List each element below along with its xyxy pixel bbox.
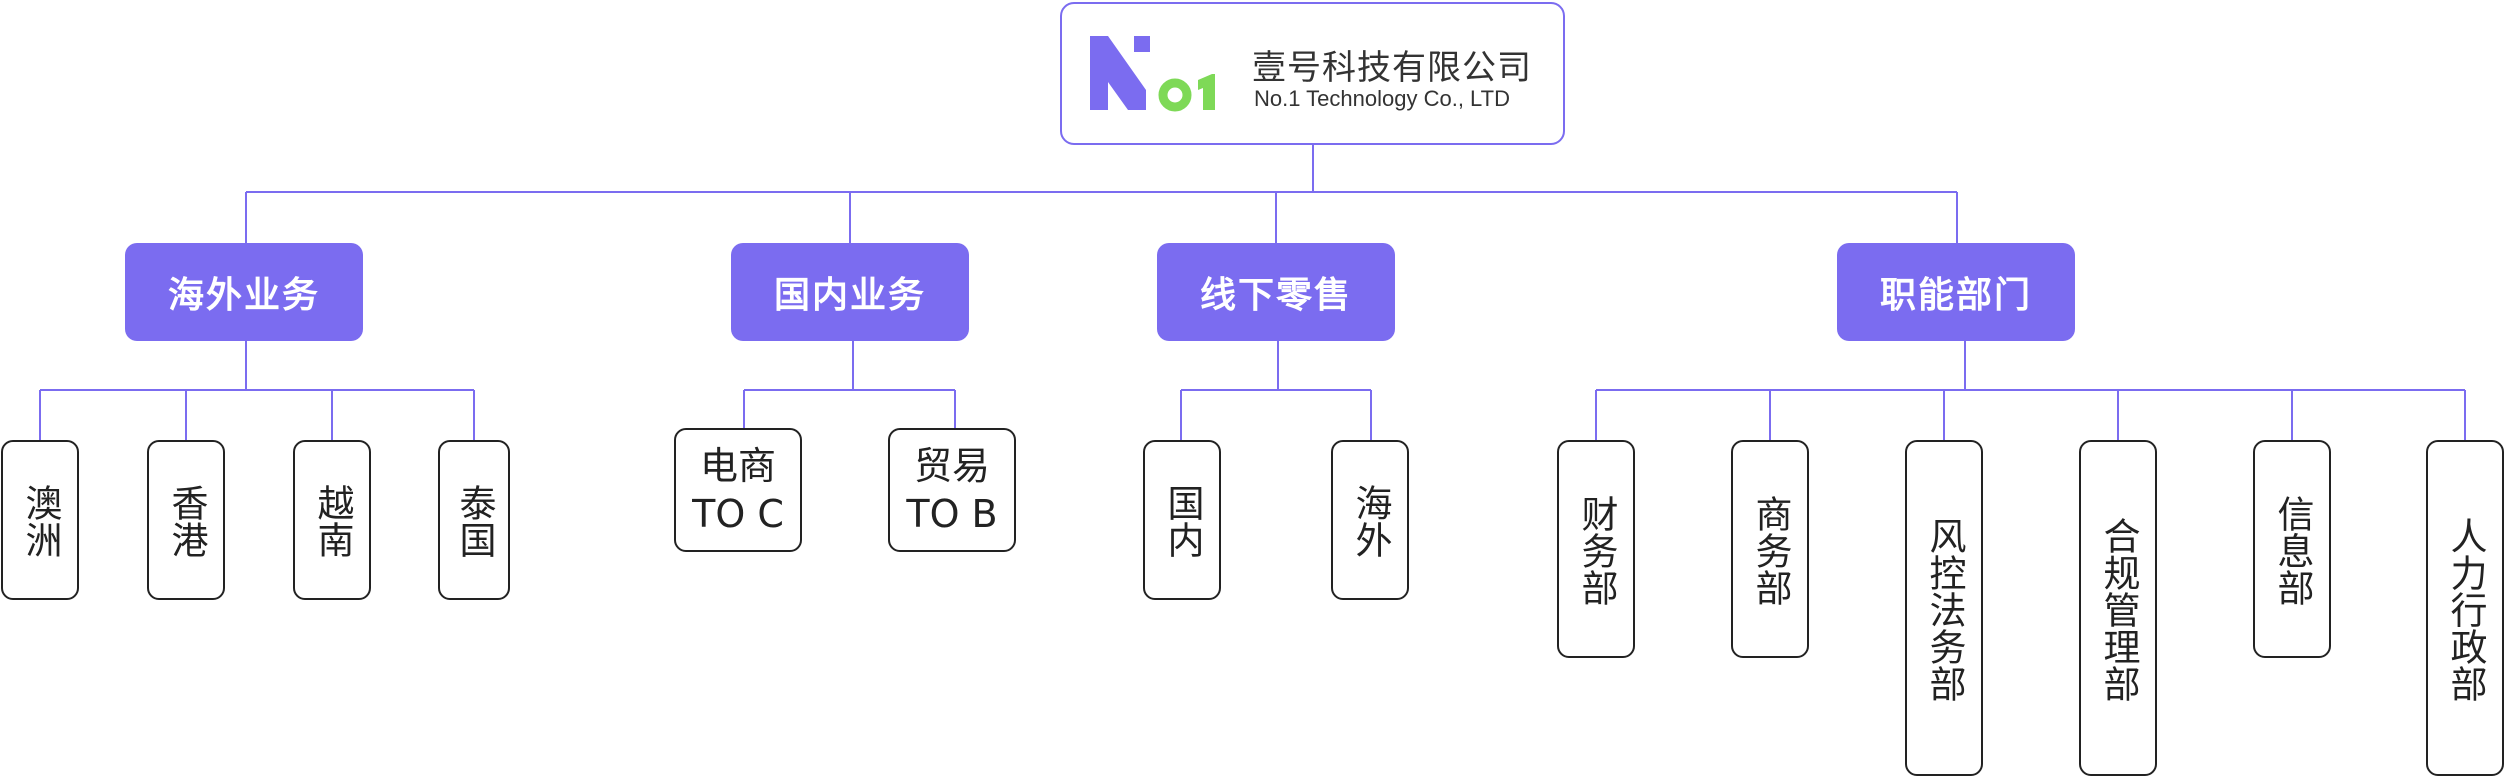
leaf-domestic: 国内 xyxy=(1143,440,1221,600)
leaf-hr-admin: 人力行政部 xyxy=(2426,440,2504,776)
dept-offline-retail: 线下零售 xyxy=(1157,243,1395,341)
dept-domestic-business: 国内业务 xyxy=(731,243,969,341)
leaf-compliance: 合规管理部 xyxy=(2079,440,2157,776)
company-root-node: 壹号科技有限公司 No.1 Technology Co., LTD xyxy=(1060,2,1565,145)
leaf-commerce: 商务部 xyxy=(1731,440,1809,658)
company-name-cn: 壹号科技有限公司 xyxy=(1252,48,1532,88)
dept-overseas-business: 海外业务 xyxy=(125,243,363,341)
leaf-finance: 财务部 xyxy=(1557,440,1635,658)
leaf-australia: 澳洲 xyxy=(1,440,79,600)
leaf-ecommerce-toc: 电商 TO C xyxy=(674,428,802,552)
leaf-trade-tob: 贸易 TO B xyxy=(888,428,1016,552)
company-name-en: No.1 Technology Co., LTD xyxy=(1254,86,1510,111)
leaf-information: 信息部 xyxy=(2253,440,2331,658)
leaf-thailand: 泰国 xyxy=(438,440,510,600)
dept-functional: 职能部门 xyxy=(1837,243,2075,341)
leaf-risk-legal: 风控法务部 xyxy=(1905,440,1983,776)
company-logo xyxy=(1090,36,1215,112)
leaf-vietnam: 越南 xyxy=(293,440,371,600)
leaf-overseas: 海外 xyxy=(1331,440,1409,600)
leaf-hongkong: 香港 xyxy=(147,440,225,600)
